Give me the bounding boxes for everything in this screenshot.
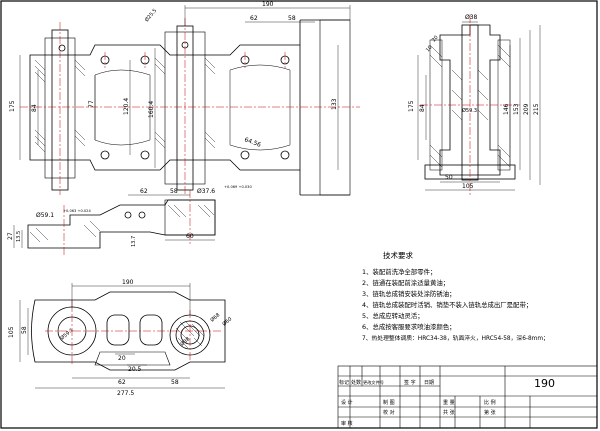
top-center-lines [20, 18, 360, 195]
dim-bot-58: 58 [21, 326, 28, 334]
dim-side-175: 175 [408, 100, 415, 112]
dim-top-120: 120.4 [123, 98, 130, 115]
dim-bot-277: 277.5 [117, 390, 134, 397]
middle-center-lines [63, 190, 191, 255]
tb-count: 处数 [351, 379, 361, 386]
tb-total-sheets: 共 张 [443, 409, 455, 416]
side-dimension-lines [417, 21, 541, 191]
dim-mid-phi37-tol: +0.069 +0.030 [224, 185, 252, 189]
drawing-number: 190 [534, 377, 555, 390]
dim-side-153: 153 [513, 103, 520, 115]
dim-side-50: 50 [445, 174, 453, 181]
dim-top-160: 160.4 [148, 101, 155, 118]
tb-signature: 签 字 [404, 379, 416, 386]
requirement-item: 1、装配前洗净全部零件； [362, 267, 436, 276]
dim-bot-phi59: Ø59.1 [59, 326, 75, 341]
tb-change-file: 更改文件号 [363, 379, 384, 386]
middle-section-view [27, 199, 216, 249]
dim-top-84: 84 [31, 104, 38, 112]
requirement-item: 4、链轨总成装配时活销、销垫不装入链轨总成出厂是配带； [362, 300, 532, 309]
tb-scale: 比 例 [484, 399, 496, 406]
dim-top-62: 62 [250, 15, 258, 22]
technical-requirements: 技术要求 1、装配前洗净全部零件； 2、链通在装配前涂适量黄油； 3、链轨总成销… [362, 250, 549, 342]
requirements-title: 技术要求 [383, 250, 413, 260]
tb-weight: 重 量 [443, 399, 455, 406]
dim-mid-13-5: 13.5 [16, 231, 22, 242]
dim-top-133: 133 [331, 98, 338, 110]
tb-mark: 标记 [339, 379, 349, 386]
tb-date: 日期 [424, 380, 434, 386]
bottom-dimension-text: 190 58 105 Ø59.1 20 20.5 62 58 277.5 Ø60… [8, 279, 233, 397]
dim-bot-105: 105 [8, 326, 15, 338]
dim-side-215: 215 [533, 103, 540, 115]
dim-bot-62: 62 [118, 379, 126, 386]
dim-top-64: 64.56 [243, 136, 262, 149]
tb-drafting: 制 图 [383, 399, 395, 406]
requirement-item: 2、链通在装配前涂适量黄油； [362, 278, 449, 287]
dim-side-10: 10 [425, 45, 434, 54]
middle-dimension-text: 62 58 Ø37.6 +0.069 +0.030 Ø59.1 +0.063 +… [7, 185, 252, 247]
dim-top-175: 175 [9, 100, 16, 112]
tb-approve: 审 核 [341, 420, 353, 427]
dim-mid-13-7: 13.7 [131, 236, 137, 247]
requirement-item: 7、热处理整体调质：HRC34-38，轨面淬火，HRC54-58，深6-8mm； [362, 334, 549, 342]
side-center-lines [420, 15, 520, 195]
top-dimension-lines [19, 5, 351, 170]
dim-side-84: 84 [419, 104, 426, 112]
dim-bot-58b: 58 [171, 379, 179, 386]
dim-mid-27: 27 [7, 232, 14, 240]
dim-mid-60: 60 [186, 233, 194, 240]
dim-side-20: 20 [431, 35, 440, 44]
title-block-text: 标记 处数 更改文件号 签 字 日期 设 计 制 图 校 对 审 核 重 量 比… [339, 377, 555, 427]
title-block [337, 365, 598, 429]
middle-dimension-lines [13, 194, 215, 248]
bottom-center-lines [45, 300, 222, 365]
dim-top-width: 190 [262, 1, 274, 8]
tb-sheet-no: 第 张 [484, 409, 496, 416]
dim-side-phi59: Ø59.3 [462, 107, 477, 114]
top-dimension-text: 190 62 58 Ø25.5 175 84 77 120.4 160.4 13… [9, 1, 338, 149]
requirement-item: 5、总成应转动灵活； [362, 311, 424, 320]
dim-side-209: 209 [523, 103, 530, 115]
tb-design: 设 计 [341, 399, 353, 406]
dim-bot-phi38: Ø38 [179, 336, 191, 348]
dim-bot-phi68: Ø68 [209, 312, 221, 324]
dim-side-146: 146 [503, 103, 510, 115]
dim-bot-190: 190 [122, 279, 134, 286]
requirement-item: 3、链轨总成销安装处涂防锈油； [362, 289, 456, 298]
requirement-item: 6、总成按客服要求喷油漆颜色； [362, 322, 456, 331]
dim-side-105: 105 [462, 183, 474, 190]
top-plan-view [29, 19, 351, 196]
dim-mid-phi37: Ø37.6 [197, 188, 215, 195]
dim-bot-20: 20 [118, 355, 126, 362]
dim-top-58: 58 [288, 15, 296, 22]
dim-top-phi: Ø25.5 [143, 7, 158, 23]
dim-bot-phi60: Ø60 [221, 316, 233, 328]
bottom-dimension-lines [19, 283, 225, 389]
dim-side-phi38: Ø38 [465, 14, 478, 21]
dim-mid-phi59-tol: +0.063 +0.024 [63, 209, 91, 213]
dim-top-77: 77 [88, 100, 95, 108]
dim-mid-phi59: Ø59.1 [36, 212, 54, 219]
dim-mid-62: 62 [140, 188, 148, 195]
side-dimension-text: Ø38 175 84 146 153 209 215 Ø59.3 50 105 … [408, 14, 540, 190]
dim-mid-58: 58 [170, 188, 178, 195]
dim-bot-20-5: 20.5 [128, 366, 142, 373]
tb-check: 校 对 [383, 409, 395, 416]
